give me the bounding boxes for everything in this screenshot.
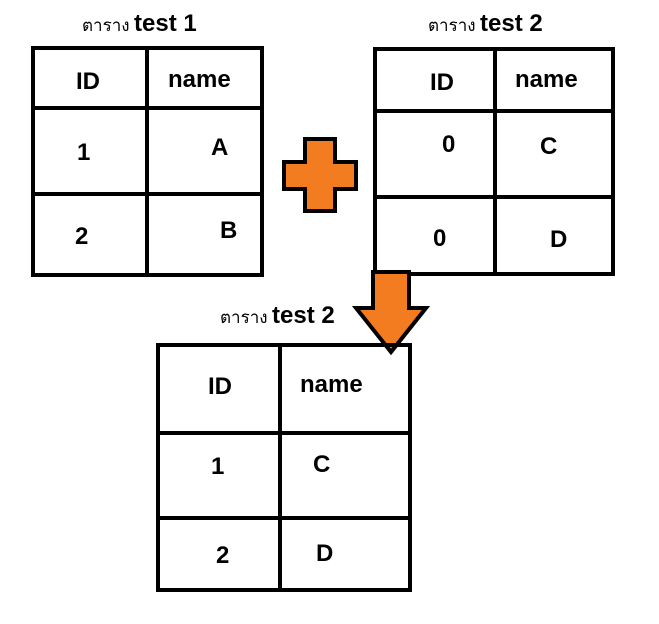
- table2-title: ตาราง test 2: [428, 10, 543, 39]
- table1-row1-id: 1: [77, 139, 91, 166]
- table3: ID name 1 C 2 D: [156, 343, 412, 592]
- table2: ID name 0 C 0 D: [373, 47, 615, 276]
- table1-header-id: ID: [76, 68, 100, 95]
- table1-row1-name: A: [211, 134, 229, 161]
- table3-header-id: ID: [208, 373, 232, 400]
- table2-row2-id: 0: [433, 225, 447, 252]
- plus-icon: [282, 137, 358, 213]
- table3-row1-id: 1: [211, 453, 225, 480]
- table2-row2-name: D: [550, 226, 568, 253]
- table2-grid: [373, 47, 615, 276]
- table3-row1-name: C: [313, 451, 331, 478]
- table2-title-name: test 2: [480, 10, 543, 37]
- table1-row2-name: B: [220, 217, 238, 244]
- table1-row2-id: 2: [75, 223, 89, 250]
- table1-title-prefix: ตาราง: [82, 16, 130, 35]
- table3-title: ตาราง test 2: [220, 302, 335, 331]
- arrow-down-icon: [352, 270, 431, 356]
- table3-title-name: test 2: [272, 302, 335, 329]
- table1-header-name: name: [168, 66, 231, 93]
- table2-row1-id: 0: [442, 131, 456, 158]
- table2-title-prefix: ตาราง: [428, 16, 476, 35]
- table3-header-name: name: [300, 371, 363, 398]
- table1-title: ตาราง test 1: [82, 10, 197, 39]
- table2-header-name: name: [515, 66, 578, 93]
- table2-header-id: ID: [430, 69, 454, 96]
- table1-grid: [31, 46, 264, 277]
- table3-row2-id: 2: [216, 542, 230, 569]
- table3-title-prefix: ตาราง: [220, 308, 268, 327]
- table1: ID name 1 A 2 B: [31, 46, 264, 277]
- table3-row2-name: D: [316, 540, 334, 567]
- table1-title-name: test 1: [134, 10, 197, 37]
- table3-grid: [156, 343, 412, 592]
- table2-row1-name: C: [540, 133, 558, 160]
